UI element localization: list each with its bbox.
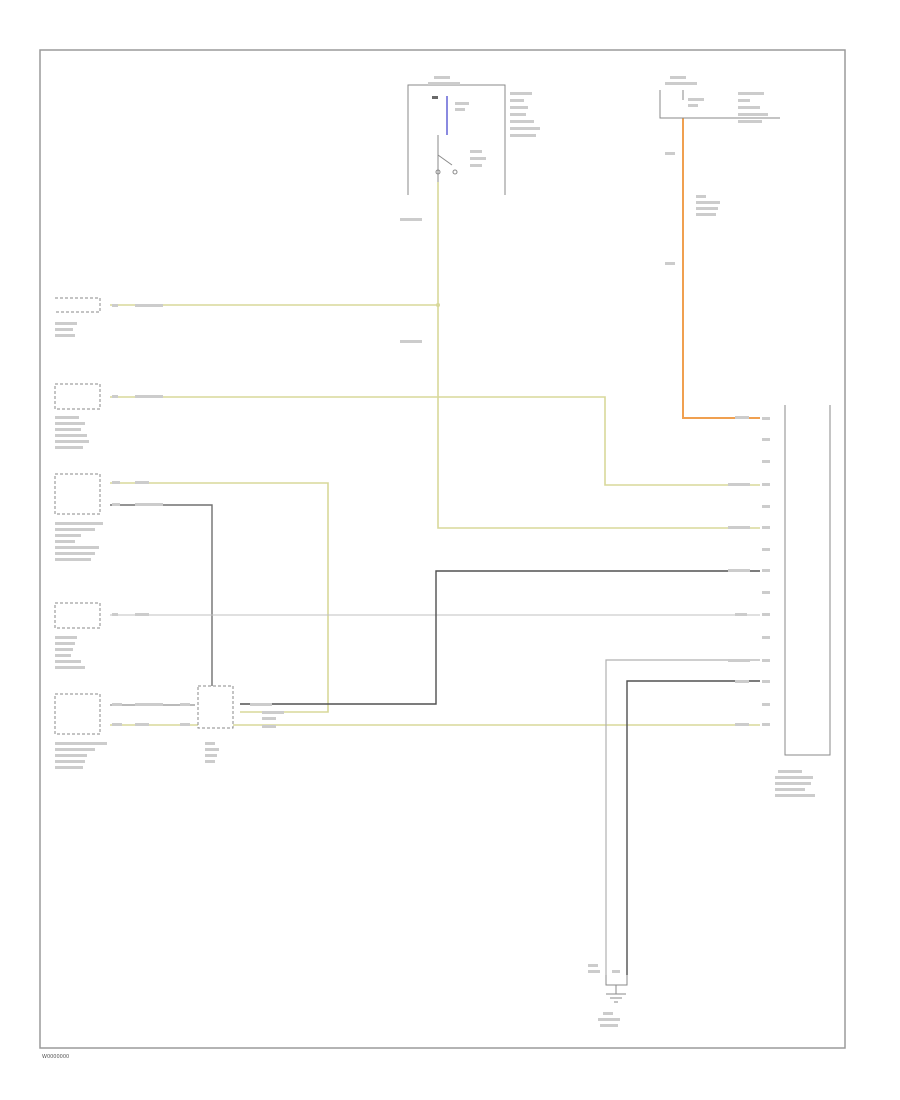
- fuse-block-right: [659, 76, 780, 265]
- wire-yellow-module-3: [110, 482, 329, 713]
- ground-symbol: [588, 964, 628, 1027]
- diagram-frame: [39, 49, 846, 1049]
- wire-lightgray-ground: [605, 659, 760, 975]
- wire-color-codes: [400, 218, 422, 343]
- wire-dark-ground: [626, 680, 760, 975]
- wire-dark-gray: [240, 570, 760, 705]
- wire-orange: [682, 118, 760, 419]
- data-link-connector: [728, 405, 831, 797]
- wire-yellow-main: [437, 182, 760, 529]
- component-module-2: [54, 383, 163, 449]
- inline-connector: [180, 685, 284, 763]
- connector-pin-labels: [762, 417, 770, 726]
- splice-dot: [436, 303, 440, 307]
- footer-id: W0000000: [42, 1054, 69, 1060]
- wire-gray-module-3: [110, 504, 213, 690]
- component-module-4: [54, 602, 149, 669]
- component-transmission-control-module: [54, 693, 163, 769]
- wire-yellow-module-2: [110, 396, 760, 486]
- component-electronic-brake-module: [54, 473, 163, 561]
- wires: [110, 96, 760, 975]
- fuse-block-center: [407, 76, 540, 195]
- component-fuel-pump: [55, 297, 163, 337]
